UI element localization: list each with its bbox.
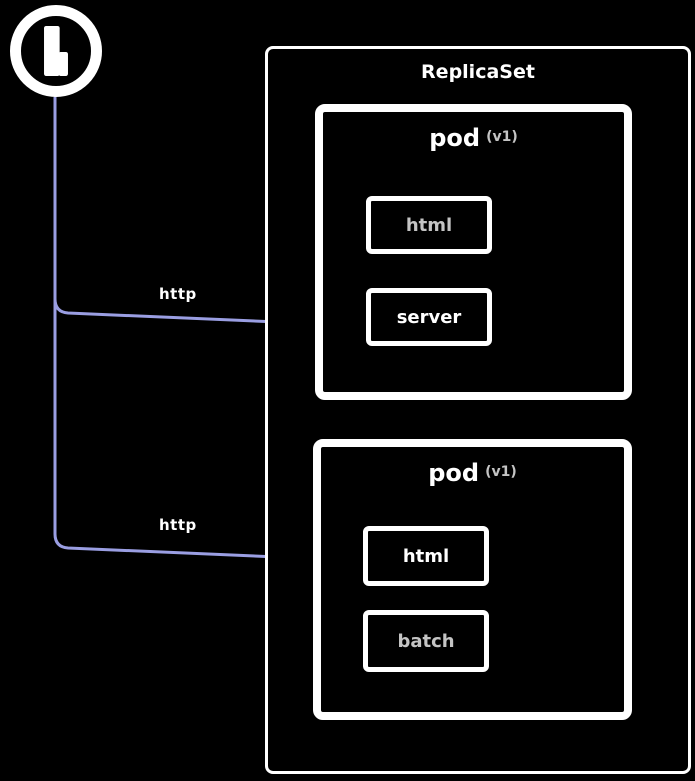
replicaset-title: ReplicaSet <box>421 61 535 83</box>
pod-header: pod (v1) <box>323 126 624 150</box>
pod-version-tag: (v1) <box>485 464 517 480</box>
container-box: batch <box>363 610 489 672</box>
connection-label: http <box>159 516 197 534</box>
container-label: server <box>396 306 462 328</box>
client-node <box>10 5 102 97</box>
pod-name: pod <box>428 459 480 487</box>
container-box: html <box>366 196 492 254</box>
container-label: html <box>405 214 453 236</box>
pod-version-tag: (v1) <box>486 129 518 145</box>
pod-name: pod <box>429 124 481 152</box>
container-label: html <box>402 545 450 567</box>
phone-icon <box>44 26 68 76</box>
container-box: server <box>366 288 492 346</box>
container-label: batch <box>397 630 455 652</box>
pod-header: pod (v1) <box>321 461 624 485</box>
connection-label: http <box>159 285 197 303</box>
container-box: html <box>363 526 489 586</box>
